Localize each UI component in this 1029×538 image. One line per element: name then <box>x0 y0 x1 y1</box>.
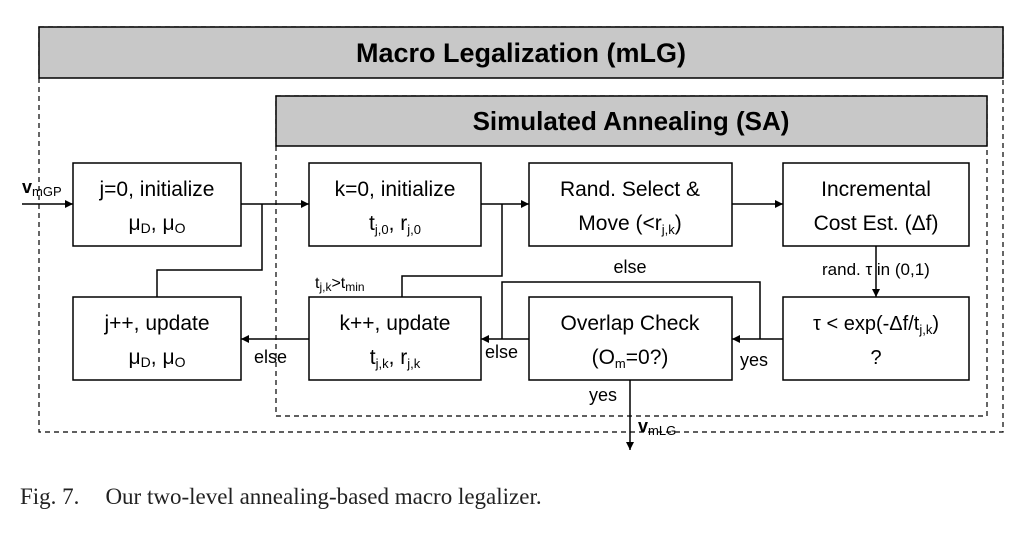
line-accept-else <box>501 281 761 339</box>
box-update-k-line1: k++, update <box>340 312 451 335</box>
box-cost-est: Incremental Cost Est. (Δf) <box>782 162 970 247</box>
label-input: vmGP <box>22 177 62 199</box>
label-yes-overlap: yes <box>589 385 617 405</box>
label-yes-accept: yes <box>740 350 768 370</box>
label-cond: tj,k>tmin <box>315 275 365 294</box>
box-accept-test: τ < exp(-Δf/tj,k) ? <box>782 296 970 381</box>
label-rand: rand. τ in (0,1) <box>822 260 930 279</box>
box-init-k-line1: k=0, initialize <box>335 178 456 201</box>
box-cost-est-line1: Incremental <box>821 178 931 201</box>
line-update-j-loop <box>156 204 263 297</box>
box-init-k-line2: tj,0, rj,0 <box>369 212 421 237</box>
inner-title: Simulated Annealing (SA) <box>473 106 790 136</box>
caption-number: Fig. 7. <box>20 484 80 509</box>
box-update-j: j++, update μD, μO <box>72 296 242 381</box>
label-output: vmLG <box>638 416 676 438</box>
figure-caption: Fig. 7. Our two-level annealing-based mac… <box>20 484 542 510</box>
box-update-j-line1: j++, update <box>103 312 209 335</box>
box-init-j-line1: j=0, initialize <box>99 178 215 201</box>
line-update-k-loop <box>401 204 503 297</box>
caption-text: Our two-level annealing-based macro lega… <box>105 484 542 509</box>
box-overlap-line2: (Om=0?) <box>592 346 669 371</box>
label-else-left: else <box>254 347 287 367</box>
label-else-overlap: else <box>485 342 518 362</box>
box-accept-line2: ? <box>870 347 881 369</box>
box-init-k: k=0, initialize tj,0, rj,0 <box>308 162 482 247</box>
box-overlap-line1: Overlap Check <box>561 312 700 335</box>
box-overlap-check: Overlap Check (Om=0?) <box>528 296 733 381</box>
box-select-move: Rand. Select & Move (<rj,k) <box>528 162 733 247</box>
box-cost-est-line2: Cost Est. (Δf) <box>814 212 939 235</box>
box-select-move-line1: Rand. Select & <box>560 178 700 201</box>
box-update-k: k++, update tj,k, rj,k <box>308 296 482 381</box>
box-init-j: j=0, initialize μD, μO <box>72 162 242 247</box>
inner-title-bar <box>275 95 988 147</box>
flowchart: Macro Legalization (mLG) Simulated Annea… <box>22 26 1004 450</box>
label-else-top: else <box>613 257 646 277</box>
outer-title: Macro Legalization (mLG) <box>356 38 686 68</box>
box-accept-line1: τ < exp(-Δf/tj,k) <box>813 313 939 337</box>
outer-title-bar <box>38 26 1004 79</box>
